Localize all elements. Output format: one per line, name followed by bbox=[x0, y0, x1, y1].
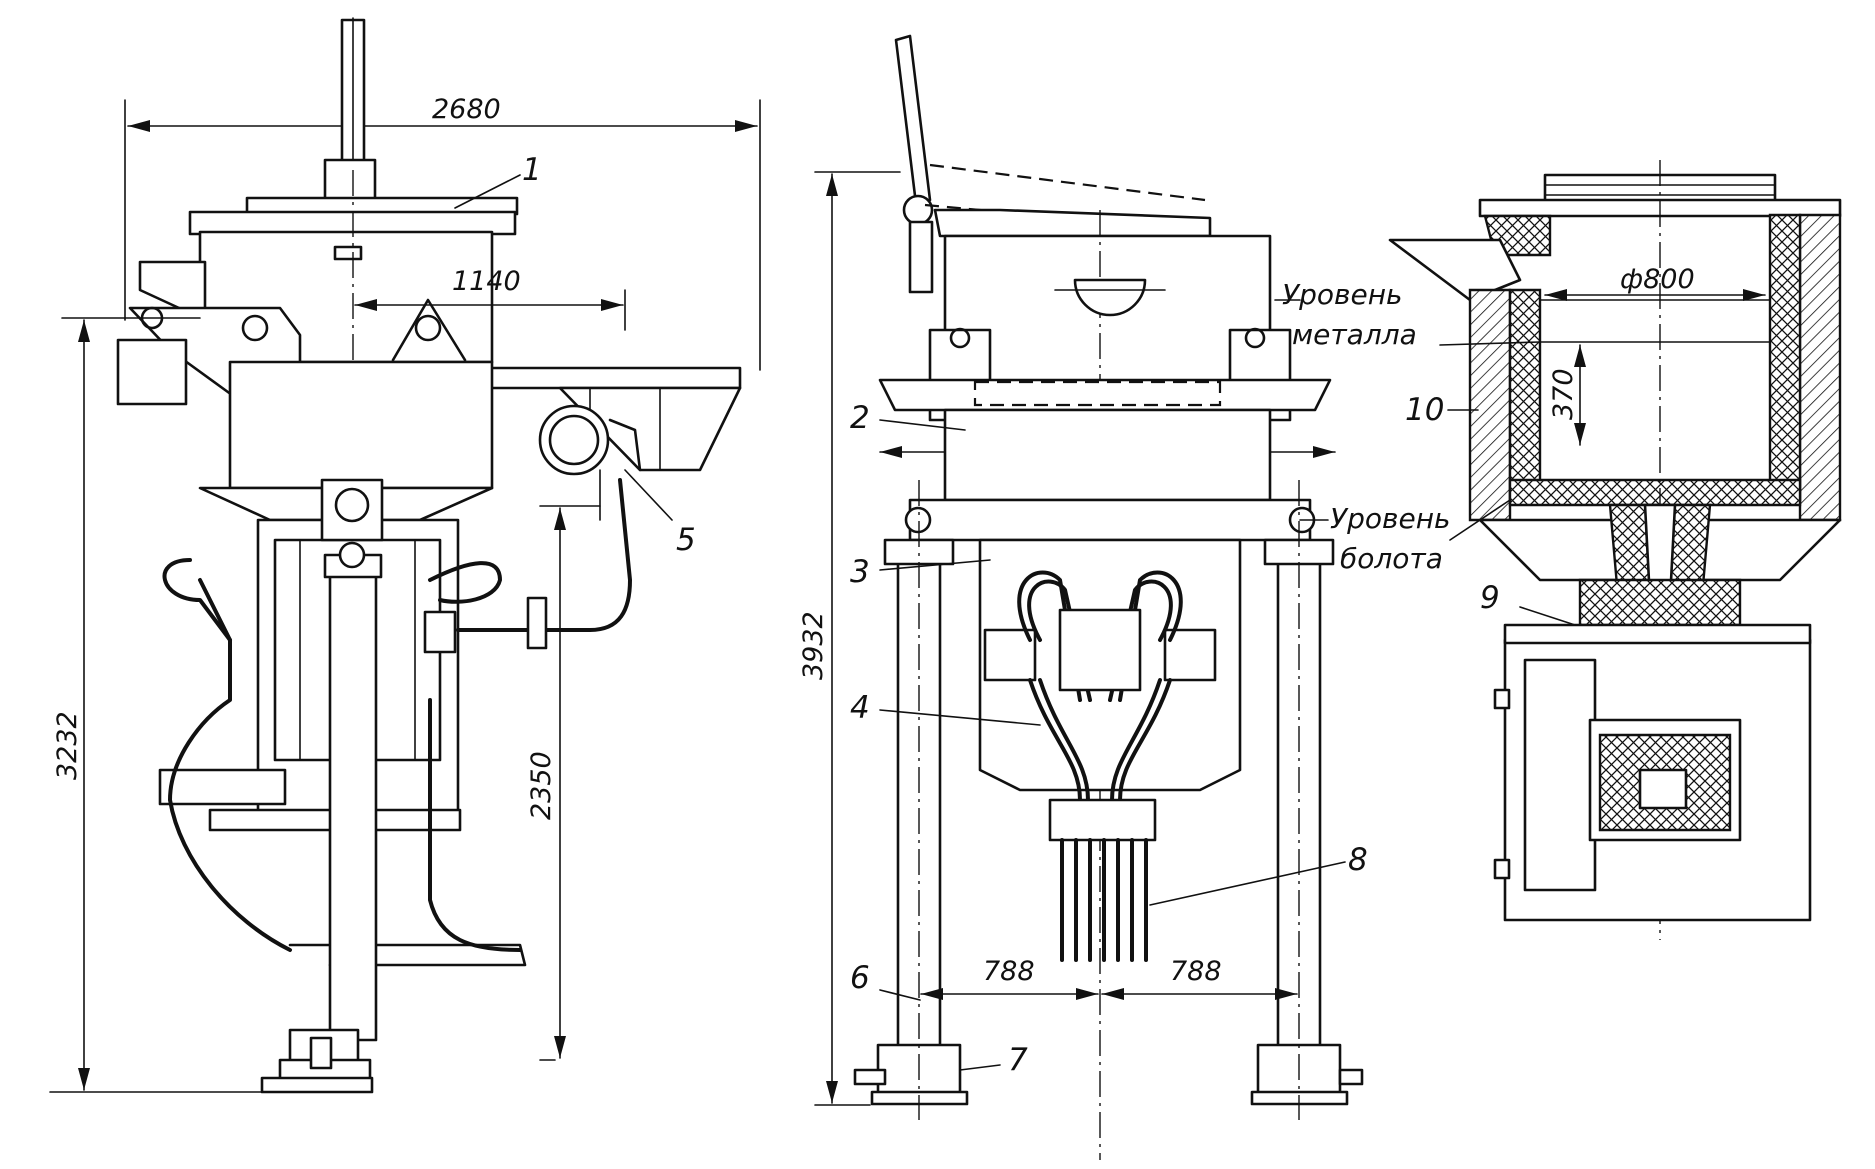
dimension-leg-spacing-right: 788 bbox=[1170, 956, 1222, 987]
callout-9: 9 bbox=[1480, 580, 1500, 616]
metal-level-label-line2: металла bbox=[1292, 318, 1417, 351]
dimension-bath-diameter: ф800 bbox=[1620, 264, 1695, 295]
callout-6: 6 bbox=[850, 960, 870, 996]
callout-10: 10 bbox=[1405, 392, 1444, 428]
metal-level-label-line1: Уровень bbox=[1282, 278, 1403, 311]
front-view: 1900 bbox=[798, 34, 1451, 1160]
swamp-level-label-line1: Уровень bbox=[1330, 502, 1451, 535]
dimension-height-left: 3232 bbox=[52, 711, 83, 780]
dimension-height-spout: 2350 bbox=[526, 751, 557, 820]
callout-7: 7 bbox=[1008, 1042, 1028, 1078]
callout-3: 3 bbox=[850, 554, 870, 590]
dimension-height-total: 3932 bbox=[798, 611, 829, 680]
callout-4: 4 bbox=[850, 690, 870, 726]
callout-5: 5 bbox=[676, 522, 696, 558]
callout-1: 1 bbox=[522, 152, 542, 188]
section-view: ф800 370 9 10 bbox=[1388, 160, 1842, 940]
dimension-bath-depth: 370 bbox=[1548, 368, 1579, 420]
dimension-leg-spacing-left: 788 bbox=[983, 956, 1035, 987]
dimension-overall-width: 2680 bbox=[432, 94, 501, 125]
dimension-axis-offset: 1140 bbox=[452, 266, 521, 297]
callout-8: 8 bbox=[1348, 842, 1368, 878]
swamp-level-label-line2: болота bbox=[1340, 542, 1443, 575]
callout-2: 2 bbox=[850, 400, 870, 436]
side-view: 2680 1140 bbox=[49, 17, 761, 1094]
